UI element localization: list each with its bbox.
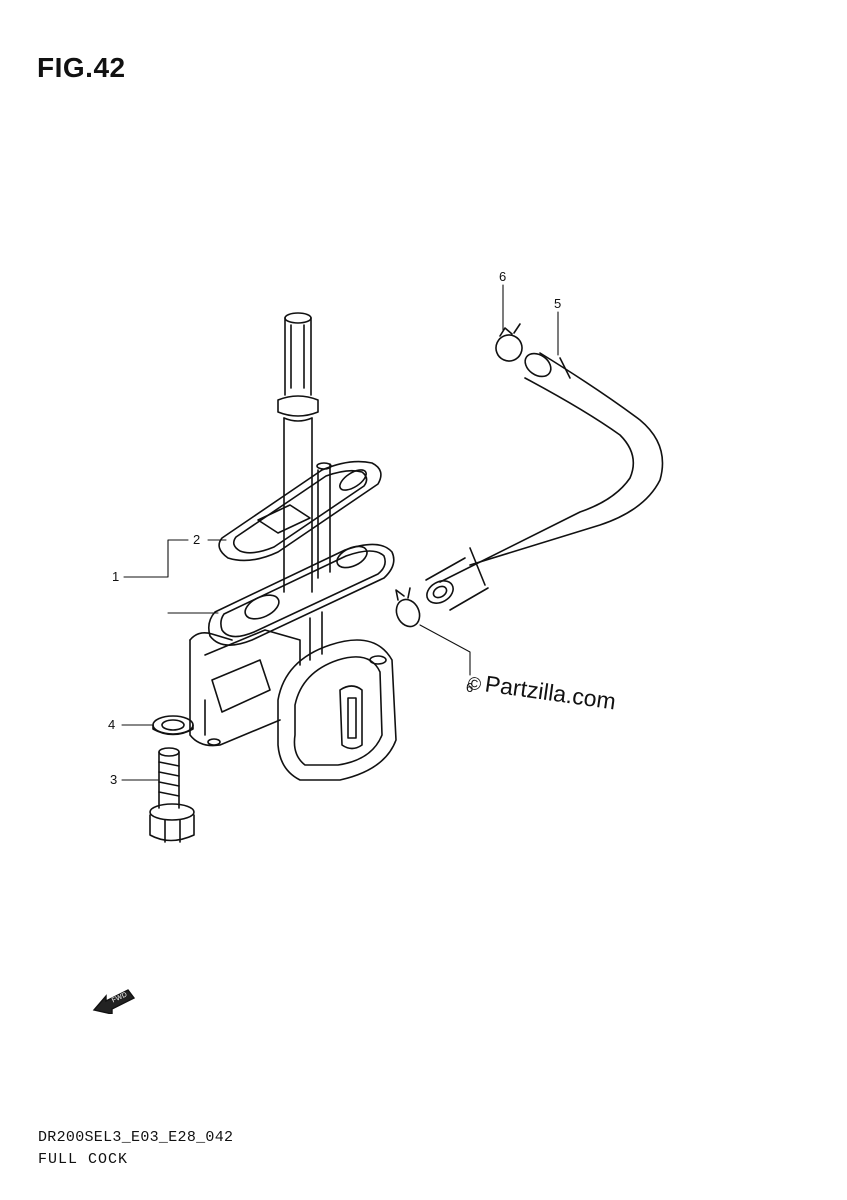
bolt-part-3: [149, 747, 195, 843]
callout-6-upper: 6: [499, 269, 507, 284]
clamp-part-6-lower: [395, 587, 421, 628]
seal-plate: [208, 543, 395, 646]
leader-1: [123, 539, 189, 578]
callout-2: 2: [193, 532, 201, 547]
fuel-hose-part-5: [425, 352, 664, 611]
figure-title: FIG.42: [37, 52, 126, 83]
clamp-part-6-upper: [495, 323, 523, 362]
figure-name: FULL COCK: [38, 1151, 129, 1168]
callout-5: 5: [554, 296, 562, 311]
leader-lines: [121, 284, 559, 781]
washer-part-4: [152, 715, 194, 736]
callout-4: 4: [108, 717, 116, 732]
callout-3: 3: [110, 772, 118, 787]
leader-6b: [419, 624, 471, 676]
callout-6-lower: 6: [466, 680, 474, 695]
fwd-arrow-icon: FWD: [92, 989, 136, 1014]
copyright-icon: ©: [466, 672, 483, 695]
fuel-cock-body-part-1: [189, 611, 397, 781]
callout-1: 1: [112, 569, 120, 584]
valve-shaft: [277, 312, 319, 593]
gasket-part-2: [218, 460, 382, 579]
figure-code: DR200SEL3_E03_E28_042: [38, 1129, 234, 1146]
